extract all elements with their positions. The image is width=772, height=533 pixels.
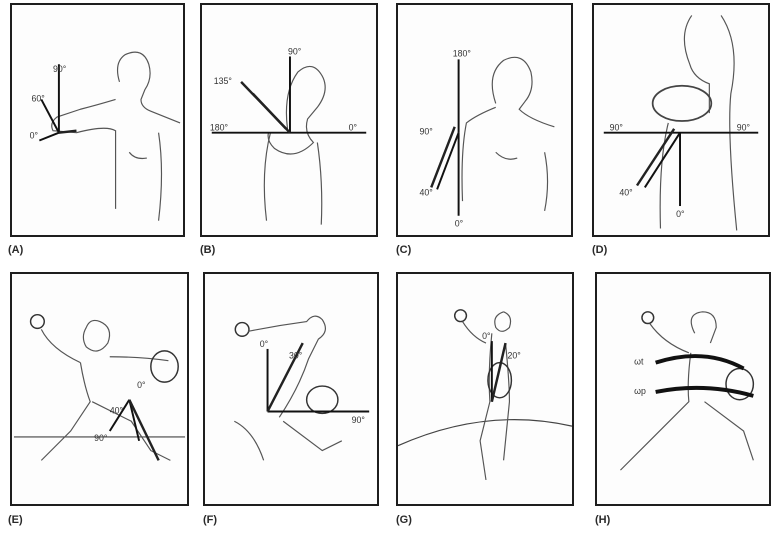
panel-f-label: (F) <box>203 514 217 526</box>
panel-a-angle-3: 0° <box>30 131 38 141</box>
panel-e-angle-1: 0° <box>137 380 145 390</box>
panel-e-angle-2: 40° <box>110 405 123 415</box>
panel-d-angle-1: 90° <box>610 123 623 133</box>
panel-a-figure: 90° 60° 0° <box>12 5 183 235</box>
panel-e-angle-3: 90° <box>94 433 107 443</box>
panel-b-label: (B) <box>200 244 215 256</box>
panel-c-angle-2: 90° <box>420 127 433 137</box>
panel-b-frame: 90° 135° 180° 0° <box>200 3 378 237</box>
panel-d-frame: 90° 90° 40° 0° <box>592 3 770 237</box>
panel-b-angle-4: 0° <box>349 123 357 133</box>
panel-b-figure: 90° 135° 180° 0° <box>202 5 376 235</box>
panel-h-label-omega-p: ωp <box>634 386 646 396</box>
panel-c-angle-4: 0° <box>455 219 463 229</box>
panel-b-angle-1: 90° <box>288 47 301 57</box>
panel-g-label: (G) <box>396 514 412 526</box>
panel-c-figure: 180° 90° 40° 0° <box>398 5 571 235</box>
panel-f-angle-2: 30° <box>289 351 302 361</box>
panel-f-angle-3: 90° <box>352 415 365 425</box>
panel-d-angle-4: 0° <box>676 209 684 219</box>
panel-c-frame: 180° 90° 40° 0° <box>396 3 573 237</box>
panel-h-label: (H) <box>595 514 610 526</box>
panel-c-angle-3: 40° <box>420 187 433 197</box>
panel-f-angle-1: 0° <box>260 339 268 349</box>
panel-g-angle-2: 20° <box>507 351 520 361</box>
panel-d-label: (D) <box>592 244 607 256</box>
panel-e-figure: 0° 40° 90° <box>12 274 187 504</box>
panel-a-frame: 90° 60° 0° <box>10 3 185 237</box>
panel-h-label-omega-t: ωt <box>634 357 644 367</box>
panel-h-frame: ωt ωp <box>595 272 771 506</box>
panel-c-label: (C) <box>396 244 411 256</box>
panel-d-angle-3: 40° <box>619 187 632 197</box>
panel-b-angle-2: 135° <box>214 76 232 86</box>
panel-a-label: (A) <box>8 244 23 256</box>
panel-f-figure: 0° 30° 90° <box>205 274 377 504</box>
panel-b-angle-3: 180° <box>210 123 228 133</box>
panel-g-figure: 0° 20° <box>398 274 572 504</box>
panel-d-figure: 90° 90° 40° 0° <box>594 5 768 235</box>
panel-g-angle-1: 0° <box>482 331 490 341</box>
panel-d-angle-2: 90° <box>737 123 750 133</box>
panel-g-frame: 0° 20° <box>396 272 574 506</box>
panel-h-figure: ωt ωp <box>597 274 769 504</box>
panel-f-frame: 0° 30° 90° <box>203 272 379 506</box>
panel-e-label: (E) <box>8 514 23 526</box>
panel-a-angle-2: 60° <box>32 93 45 103</box>
panel-a-angle-1: 90° <box>53 64 66 74</box>
panel-e-frame: 0° 40° 90° <box>10 272 189 506</box>
panel-c-angle-1: 180° <box>453 48 471 58</box>
